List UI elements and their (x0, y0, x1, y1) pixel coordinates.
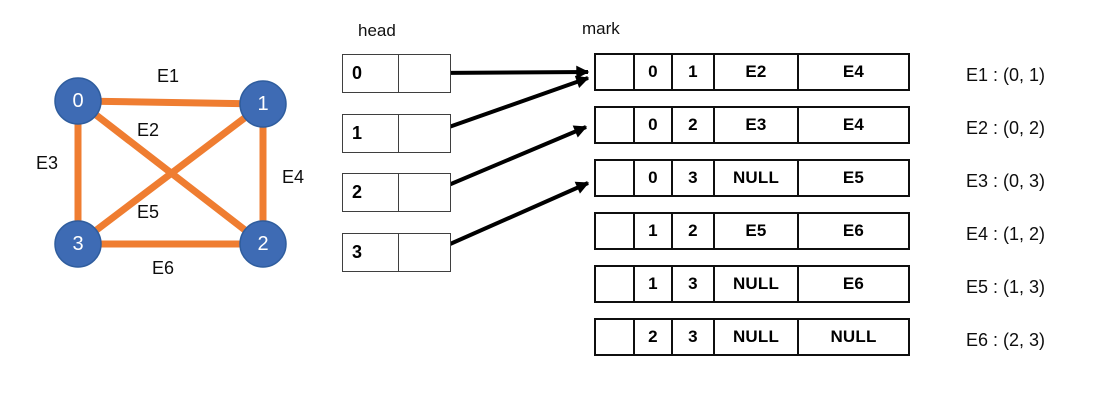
mark-row: 0 3 NULL E5 (594, 159, 910, 197)
edge-def-e2: E2 : (0, 2) (966, 118, 1046, 138)
edge-label-e6: E6 (151, 258, 175, 278)
mark-cell-flag (596, 320, 633, 354)
mark-cell-v2: 2 (671, 214, 713, 248)
mark-cell-v1: 0 (633, 161, 671, 195)
mark-cell-v1: 0 (633, 55, 671, 89)
mark-cell-link1: E5 (713, 214, 797, 248)
edge-def-e5: E5 : (1, 3) (966, 277, 1046, 297)
pointer-arrow-head1 (431, 75, 590, 135)
edge-label-e1: E1 (156, 66, 180, 86)
mark-cell-v1: 0 (633, 108, 671, 142)
edge-def-e6: E6 : (2, 3) (966, 330, 1046, 350)
graph-edges (74, 97, 267, 248)
mark-row: 0 2 E3 E4 (594, 106, 910, 144)
mark-row: 0 1 E2 E4 (594, 53, 910, 91)
mark-cell-flag (596, 55, 633, 89)
pointer-arrow-head3 (431, 181, 590, 254)
mark-cell-link1: NULL (713, 320, 797, 354)
edge-label-e4: E4 (281, 167, 305, 187)
mark-cell-link2: NULL (797, 320, 908, 354)
mark-cell-v2: 1 (671, 55, 713, 89)
edge-label-e3: E3 (35, 153, 59, 173)
head-box-0: 0 (342, 54, 451, 93)
mark-cell-v2: 3 (671, 267, 713, 301)
head-pointer-cell (399, 115, 450, 152)
mark-cell-link1: NULL (713, 161, 797, 195)
mark-cell-link1: E3 (713, 108, 797, 142)
node-label-3: 3 (72, 233, 84, 255)
pointer-arrows (431, 65, 590, 254)
head-box-3: 3 (342, 233, 451, 272)
head-index-cell: 1 (343, 115, 399, 152)
edge-label-e5: E5 (136, 202, 160, 222)
mark-cell-v1: 1 (633, 267, 671, 301)
graph-node-3 (54, 220, 102, 268)
graph-nodes (54, 77, 287, 268)
mark-cell-v1: 2 (633, 320, 671, 354)
graph-node-1 (239, 80, 287, 128)
mark-cell-link2: E6 (797, 214, 908, 248)
mark-cell-v2: 2 (671, 108, 713, 142)
graph-node-2 (239, 220, 287, 268)
mark-row: 2 3 NULL NULL (594, 318, 910, 356)
pointer-arrow-head0 (431, 65, 590, 79)
graph-edge-e5 (74, 100, 267, 248)
mark-cell-link2: E4 (797, 55, 908, 89)
head-pointer-cell (399, 55, 450, 92)
mark-cell-v2: 3 (671, 320, 713, 354)
mark-cell-v1: 1 (633, 214, 671, 248)
head-index-cell: 0 (343, 55, 399, 92)
mark-cell-flag (596, 267, 633, 301)
graph-edge-e1 (74, 97, 267, 108)
pointer-arrow-head2 (431, 125, 588, 194)
mark-cell-flag (596, 161, 633, 195)
mark-cell-flag (596, 214, 633, 248)
head-box-1: 1 (342, 114, 451, 153)
head-index-cell: 3 (343, 234, 399, 271)
mark-cell-link2: E4 (797, 108, 908, 142)
edge-def-e1: E1 : (0, 1) (966, 65, 1046, 85)
graph-node-0 (54, 77, 102, 125)
node-label-2: 2 (257, 233, 269, 255)
head-caption: head (358, 21, 396, 40)
head-pointer-cell (399, 174, 450, 211)
mark-cell-link1: NULL (713, 267, 797, 301)
edge-def-e3: E3 : (0, 3) (966, 171, 1046, 191)
mark-cell-link2: E6 (797, 267, 908, 301)
mark-cell-flag (596, 108, 633, 142)
mark-cell-link2: E5 (797, 161, 908, 195)
node-label-0: 0 (72, 90, 84, 112)
edge-label-e2: E2 (136, 120, 160, 140)
mark-cell-link1: E2 (713, 55, 797, 89)
mark-row: 1 3 NULL E6 (594, 265, 910, 303)
head-index-cell: 2 (343, 174, 399, 211)
node-label-1: 1 (257, 93, 269, 115)
mark-row: 1 2 E5 E6 (594, 212, 910, 250)
pointer-dots (416, 67, 430, 259)
edge-def-e4: E4 : (1, 2) (966, 224, 1046, 244)
head-pointer-cell (399, 234, 450, 271)
head-box-2: 2 (342, 173, 451, 212)
mark-cell-v2: 3 (671, 161, 713, 195)
mark-caption: mark (582, 19, 620, 38)
